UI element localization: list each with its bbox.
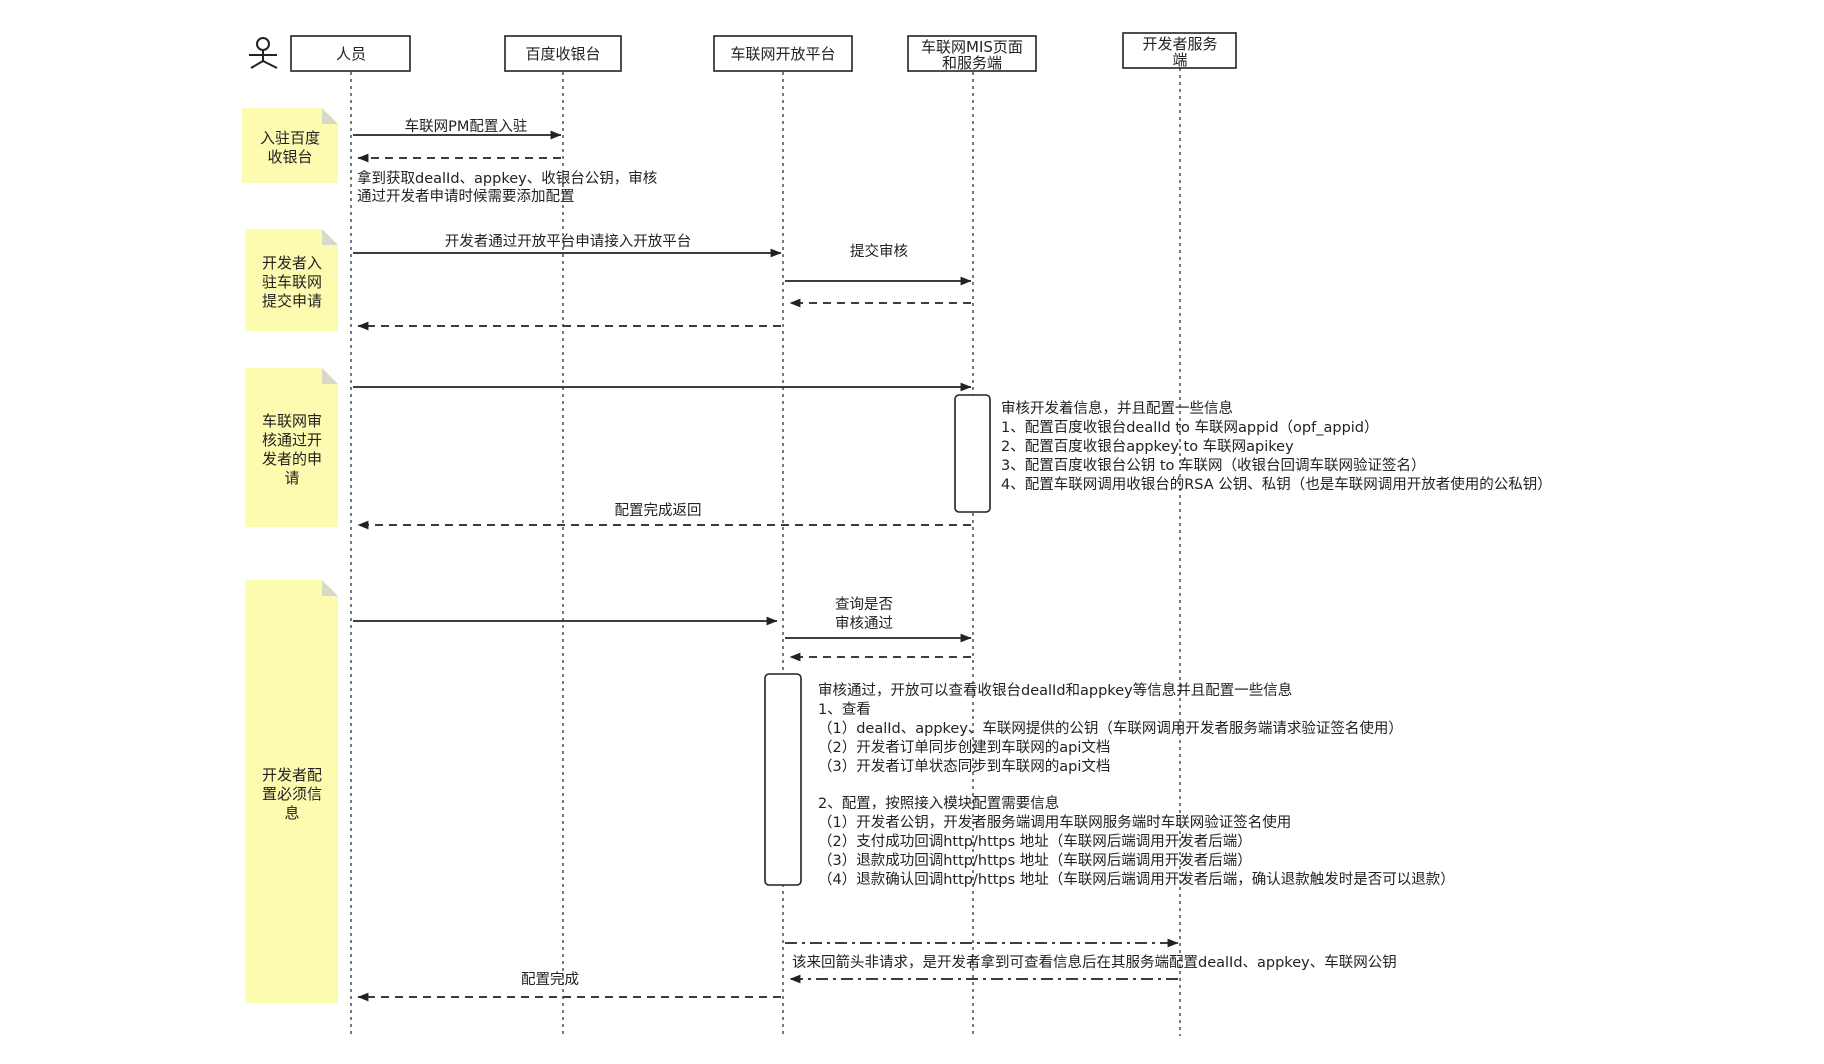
messages	[353, 130, 1179, 1002]
activation-bar-platform	[764, 673, 802, 886]
message-label: 查询是否	[835, 596, 893, 613]
participant-mis-label-line1: 车联网MIS页面	[921, 38, 1023, 56]
note-line: （3）开发者订单状态同步到车联网的api文档	[818, 758, 1110, 775]
message-label: 审核通过	[835, 615, 893, 632]
section-note-cashier-onboarding: 入驻百度 收银台	[242, 108, 338, 183]
message-label: 配置完成返回	[615, 502, 702, 519]
note-line: （2）支付成功回调http/https 地址（车联网后端调用开发者后端）	[818, 833, 1252, 850]
section-note-developer-apply: 开发者入 驻车联网 提交申请	[245, 229, 338, 331]
note-line: （1）开发者公钥，开发者服务端调用车联网服务端时车联网验证签名使用	[818, 814, 1291, 831]
section-label-line: 车联网审	[262, 412, 322, 430]
section-label-line: 开发者入	[262, 254, 322, 272]
participant-mis: 车联网MIS页面 和服务端	[907, 35, 1037, 72]
activation-bar-mis	[954, 394, 991, 513]
participant-cashier-label: 百度收银台	[525, 45, 600, 63]
note-cashier-keys: 拿到获取dealId、appkey、收银台公钥，审核 通过开发者申请时候需要添加…	[357, 169, 657, 205]
note-line: 通过开发者申请时候需要添加配置	[357, 188, 575, 205]
note-line: （2）开发者订单同步创建到车联网的api文档	[818, 739, 1110, 756]
section-label-line: 息	[284, 804, 299, 822]
message-label: 该来回箭头非请求，是开发者拿到可查看信息后在其服务端配置dealId、appke…	[792, 953, 1397, 971]
note-line: （3）退款成功回调http/https 地址（车联网后端调用开发者后端）	[818, 852, 1252, 869]
participant-platform: 车联网开放平台	[713, 35, 853, 72]
participant-person-label: 人员	[336, 45, 366, 63]
note-line: 审核开发着信息，并且配置一些信息	[1001, 400, 1233, 417]
message-labels: 车联网PM配置入驻 开发者通过开放平台申请接入开放平台 提交审核 配置完成返回 …	[405, 118, 1397, 988]
note-line: 2、配置百度收银台appkey to 车联网apikey	[1001, 438, 1294, 455]
activation-bars	[764, 394, 991, 886]
note-line: 1、配置百度收银台dealId to 车联网appid（opf_appid）	[1001, 419, 1379, 436]
lifelines	[350, 68, 1181, 1036]
section-label-line: 开发者配	[262, 766, 322, 784]
note-mis-config: 审核开发着信息，并且配置一些信息 1、配置百度收银台dealId to 车联网a…	[1001, 400, 1552, 493]
note-line: 审核通过，开放可以查看收银台dealId和appkey等信息并且配置一些信息	[818, 681, 1292, 699]
participant-mis-label-line2: 和服务端	[942, 54, 1002, 72]
section-label-line: 收银台	[267, 148, 312, 166]
message-label: 提交审核	[850, 242, 908, 260]
message-label: 配置完成	[521, 971, 579, 988]
note-line: 拿到获取dealId、appkey、收银台公钥，审核	[357, 169, 657, 187]
message-label: 开发者通过开放平台申请接入开放平台	[445, 233, 692, 250]
note-platform-config: 审核通过，开放可以查看收银台dealId和appkey等信息并且配置一些信息 1…	[818, 681, 1455, 888]
participants: 人员 百度收银台 车联网开放平台 车联网MIS页面 和服务端 开发者服务 端	[290, 32, 1237, 72]
participant-devserver-label-line2: 端	[1172, 51, 1187, 69]
note-line: 1、查看	[818, 701, 871, 718]
section-notes: 入驻百度 收银台 开发者入 驻车联网 提交申请 车联网审 核通过开 发者的申 请…	[242, 108, 338, 1003]
participant-devserver: 开发者服务 端	[1122, 32, 1237, 69]
note-line: （1）dealId、appkey、车联网提供的公钥（车联网调用开发者服务端请求验…	[818, 720, 1403, 737]
note-line: 3、配置百度收银台公钥 to 车联网（收银台回调车联网验证签名）	[1001, 457, 1426, 474]
participant-platform-label: 车联网开放平台	[730, 45, 835, 63]
participant-cashier: 百度收银台	[504, 35, 622, 72]
section-label-line: 提交申请	[262, 292, 322, 310]
section-label-line: 入驻百度	[260, 129, 320, 147]
section-note-review-approved: 车联网审 核通过开 发者的申 请	[245, 368, 338, 527]
participant-person: 人员	[290, 35, 411, 72]
participant-devserver-label-line1: 开发者服务	[1142, 35, 1217, 53]
section-note-developer-config: 开发者配 置必须信 息	[245, 580, 338, 1003]
note-line: 2、配置，按照接入模块配置需要信息	[818, 795, 1059, 812]
section-label-line: 发者的申	[262, 450, 322, 468]
section-label-line: 核通过开	[262, 431, 322, 449]
message-label: 车联网PM配置入驻	[405, 118, 528, 135]
person-icon	[249, 37, 278, 69]
note-line: （4）退款确认回调http/https 地址（车联网后端调用开发者后端，确认退款…	[818, 871, 1455, 888]
section-label-line: 置必须信	[262, 785, 322, 803]
section-label-line: 请	[284, 469, 299, 487]
section-label-line: 驻车联网	[262, 273, 322, 291]
note-line: 4、配置车联网调用收银台的RSA 公钥、私钥（也是车联网调用开放者使用的公私钥）	[1001, 476, 1552, 493]
